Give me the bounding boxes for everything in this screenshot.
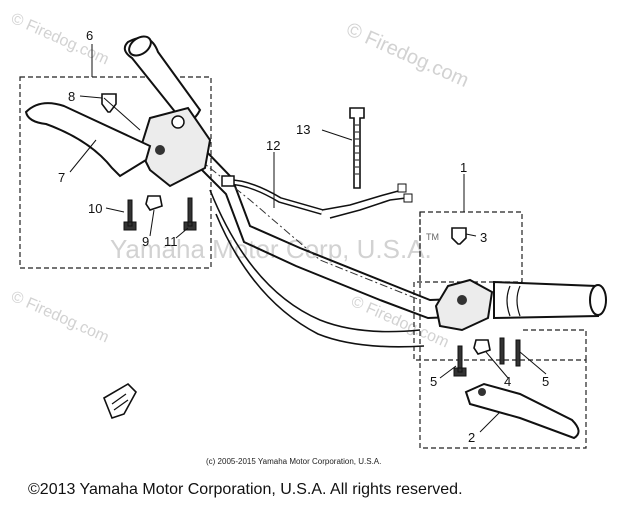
clutch-cable-end <box>221 175 235 187</box>
right-lever-holder <box>434 278 494 332</box>
left-holder-pivot <box>155 145 165 155</box>
left-grip-end <box>128 35 152 57</box>
cable-tie <box>349 107 365 189</box>
callout-6: 6 <box>86 28 93 43</box>
brake-lever-pivot <box>478 388 486 396</box>
cable-tie-teeth <box>355 124 359 175</box>
watermark-firedog-center: © Firedog.com <box>348 293 451 351</box>
bolt-5-right-a <box>499 337 505 365</box>
watermark-yamaha: Yamaha Motor Corp, U.S.A. <box>110 234 432 264</box>
copyright-notice: ©2013 Yamaha Motor Corporation, U.S.A. A… <box>28 481 463 498</box>
clutch-lever <box>24 102 152 178</box>
screw-11 <box>183 197 197 231</box>
wire-harness <box>321 189 407 219</box>
left-holder-bolt <box>171 115 185 129</box>
fwd-arrow-icon <box>103 382 137 419</box>
small-copyright: (c) 2005-2015 Yamaha Motor Corporation, … <box>206 457 382 466</box>
bolt-5-left <box>453 345 467 377</box>
tm-mark: TM <box>426 232 439 242</box>
bolt-10 <box>123 199 137 231</box>
right-grip-end <box>589 284 607 316</box>
right-assembly-box <box>413 211 587 449</box>
callout-4: 4 <box>504 374 511 389</box>
nut-9 <box>145 195 163 211</box>
callout-2: 2 <box>468 430 475 445</box>
right-grip-box <box>522 329 587 360</box>
bolt-5-right-b <box>515 339 521 367</box>
callout-3: 3 <box>480 230 487 245</box>
handlebar <box>167 127 481 320</box>
callout-5-left: 5 <box>430 374 437 389</box>
callout-7: 7 <box>58 170 65 185</box>
callout-10: 10 <box>88 201 102 216</box>
watermark-firedog-top-left: © Firedog.com <box>8 10 111 68</box>
callout-5-right: 5 <box>542 374 549 389</box>
right-grip-throttle <box>506 285 521 317</box>
brake-lever <box>464 382 580 440</box>
callout-9: 9 <box>142 234 149 249</box>
nut-4 <box>473 339 491 355</box>
leader-lines <box>69 44 547 433</box>
callout-1: 1 <box>460 160 467 175</box>
callout-8: 8 <box>68 89 75 104</box>
callout-13: 13 <box>296 122 310 137</box>
handlebar-lower <box>209 189 425 348</box>
callout-12: 12 <box>266 138 280 153</box>
callout-11: 11 <box>164 234 178 249</box>
right-holder-pivot <box>457 295 467 305</box>
wire-connector-a <box>397 183 407 193</box>
watermark-firedog-top-right: © Firedog.com <box>343 18 472 92</box>
handlebar-centerline <box>159 127 421 301</box>
left-assembly-box <box>19 76 212 269</box>
screw-3 <box>451 227 467 245</box>
wire-connector-b <box>403 193 413 203</box>
fwd-arrow-inner <box>111 393 129 411</box>
watermark-firedog-left-mid: © Firedog.com <box>8 288 111 346</box>
